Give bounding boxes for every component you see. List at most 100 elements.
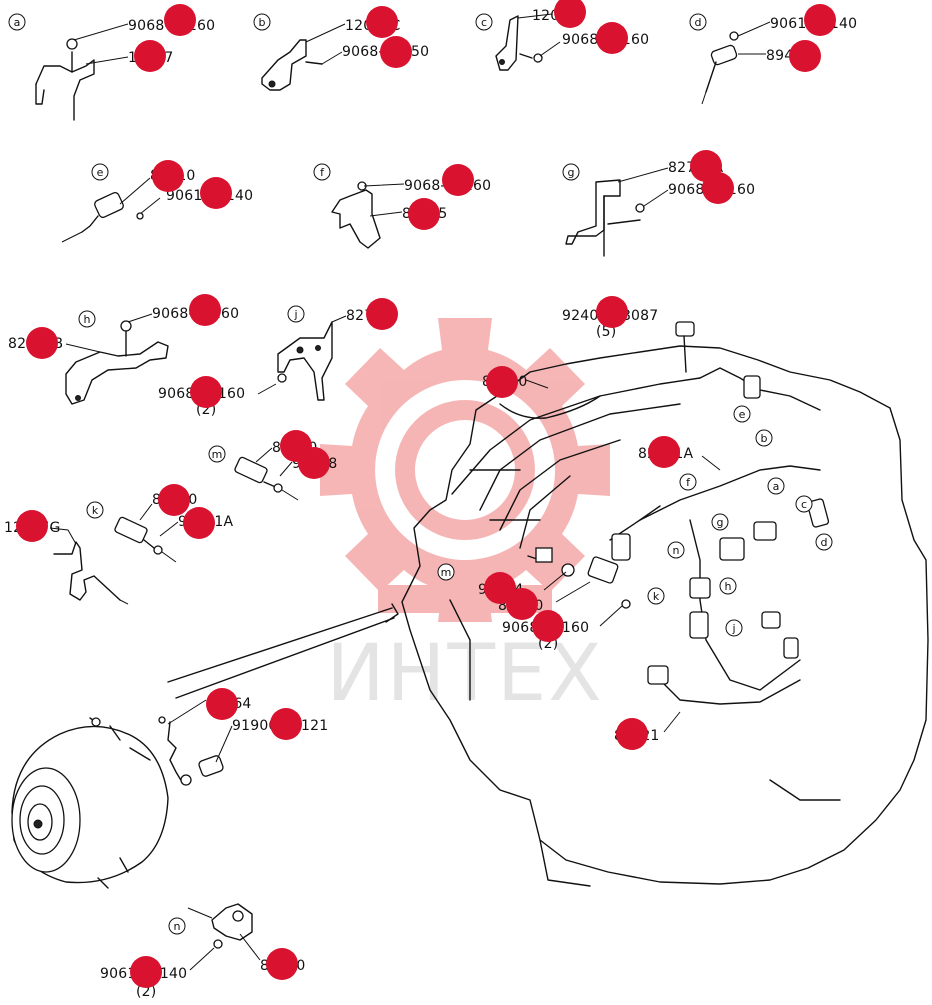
hotspot-marker[interactable] <box>189 294 221 326</box>
sensor-83530-drawing <box>114 503 179 563</box>
engine-callouts: e b f a c g d n h k j m <box>437 405 833 637</box>
engine-callout-a-letter: a <box>773 480 780 493</box>
hotspot-marker[interactable] <box>134 40 166 72</box>
hotspot-marker[interactable] <box>442 164 474 196</box>
hotspot-marker[interactable] <box>164 4 196 36</box>
engine-callout-n-letter: n <box>673 544 680 557</box>
hotspot-marker[interactable] <box>380 36 412 68</box>
section-m[interactable]: m <box>208 445 226 463</box>
label-qty-2-n: (2) <box>136 984 156 1000</box>
engine-callout-k-letter: k <box>653 590 660 603</box>
section-h[interactable]: h <box>78 310 96 328</box>
engine-callout-c-letter: c <box>801 498 807 511</box>
section-n[interactable]: n <box>168 917 186 935</box>
section-d[interactable]: d <box>689 13 707 31</box>
section-h-letter: h <box>84 313 91 326</box>
engine-callout-f[interactable]: f <box>679 473 697 491</box>
engine-callout-h[interactable]: h <box>719 577 737 595</box>
engine-callout-g[interactable]: g <box>711 513 729 531</box>
hotspot-marker[interactable] <box>183 507 215 539</box>
section-a-letter: a <box>14 16 21 29</box>
engine-drawing <box>167 321 929 887</box>
engine-callout-e-letter: e <box>739 408 746 421</box>
bracket-82702b-drawing <box>65 313 169 405</box>
hotspot-marker[interactable] <box>266 948 298 980</box>
hotspot-marker[interactable] <box>298 447 330 479</box>
section-g-letter: g <box>568 166 575 179</box>
hotspot-marker[interactable] <box>190 376 222 408</box>
label-qty-5: (5) <box>596 324 616 340</box>
hotspot-marker[interactable] <box>554 0 586 28</box>
section-a[interactable]: a <box>8 13 26 31</box>
hotspot-marker[interactable] <box>702 172 734 204</box>
engine-callout-d[interactable]: d <box>815 533 833 551</box>
hotspot-marker[interactable] <box>130 956 162 988</box>
section-e-letter: e <box>97 166 104 179</box>
hotspot-marker[interactable] <box>648 436 680 468</box>
hotspot-marker[interactable] <box>804 4 836 36</box>
bracket-12017-drawing <box>35 23 129 121</box>
hotspot-marker[interactable] <box>596 296 628 328</box>
section-f-letter: f <box>320 166 325 179</box>
section-n-letter: n <box>174 920 181 933</box>
hotspot-marker[interactable] <box>616 718 648 750</box>
hotspot-marker[interactable] <box>486 366 518 398</box>
engine-callout-c[interactable]: c <box>795 495 813 513</box>
section-k[interactable]: k <box>86 501 104 519</box>
part-labels: 9068-08160 12017 12017C 9068-08250 12010… <box>4 8 857 1000</box>
markers <box>16 0 836 988</box>
section-b[interactable]: b <box>253 13 271 31</box>
hotspot-marker[interactable] <box>158 484 190 516</box>
hotspot-marker[interactable] <box>506 588 538 620</box>
watermark-text: ИНТЕХ <box>326 629 603 719</box>
hotspot-marker[interactable] <box>26 327 58 359</box>
sensor-89410-drawing <box>61 177 161 243</box>
watermark: ИНТЕХ <box>320 318 610 719</box>
hotspot-marker[interactable] <box>484 572 516 604</box>
section-f[interactable]: f <box>313 163 331 181</box>
section-j[interactable]: j <box>287 305 305 323</box>
engine-callout-b-letter: b <box>761 432 768 445</box>
bracket-12010-drawing <box>495 13 561 71</box>
section-b-letter: b <box>259 16 266 29</box>
engine-callout-m[interactable]: m <box>437 563 455 581</box>
section-c[interactable]: c <box>475 13 493 31</box>
hotspot-marker[interactable] <box>532 610 564 642</box>
engine-callout-b[interactable]: b <box>755 429 773 447</box>
engine-callout-j[interactable]: j <box>725 619 743 637</box>
section-g[interactable]: g <box>562 163 580 181</box>
section-c-letter: c <box>481 16 487 29</box>
hotspot-marker[interactable] <box>206 688 238 720</box>
engine-callout-a[interactable]: a <box>767 477 785 495</box>
hotspot-marker[interactable] <box>789 40 821 72</box>
engine-callout-f-letter: f <box>686 476 691 489</box>
engine-callout-h-letter: h <box>725 580 732 593</box>
hotspot-marker[interactable] <box>152 160 184 192</box>
terminal-82064-drawing <box>158 699 233 786</box>
section-callouts: a b c d e f g h j m k n <box>8 13 707 935</box>
sensor-83420-drawing <box>234 447 299 501</box>
engine-callout-m-letter: m <box>441 566 452 579</box>
hotspot-marker[interactable] <box>16 510 48 542</box>
section-j-letter: j <box>293 308 297 321</box>
hotspot-marker[interactable] <box>596 22 628 54</box>
hotspot-marker[interactable] <box>366 6 398 38</box>
bracket-12017g-drawing <box>49 527 129 605</box>
section-d-letter: d <box>695 16 702 29</box>
bracket-82715-drawing <box>331 181 405 249</box>
hotspot-marker[interactable] <box>408 198 440 230</box>
bracket-82702a-drawing <box>565 167 669 257</box>
hotspot-marker[interactable] <box>366 298 398 330</box>
bracket-12017c-drawing <box>261 23 346 91</box>
hotspot-marker[interactable] <box>270 708 302 740</box>
engine-callout-k[interactable]: k <box>647 587 665 605</box>
section-e[interactable]: e <box>91 163 109 181</box>
engine-callout-e[interactable]: e <box>733 405 751 423</box>
hotspot-marker[interactable] <box>200 177 232 209</box>
bracket-82702-drawing <box>257 315 347 401</box>
engine-callout-n[interactable]: n <box>667 541 685 559</box>
sensor-89390-drawing <box>187 903 261 971</box>
section-k-letter: k <box>92 504 99 517</box>
engine-callout-d-letter: d <box>821 536 828 549</box>
